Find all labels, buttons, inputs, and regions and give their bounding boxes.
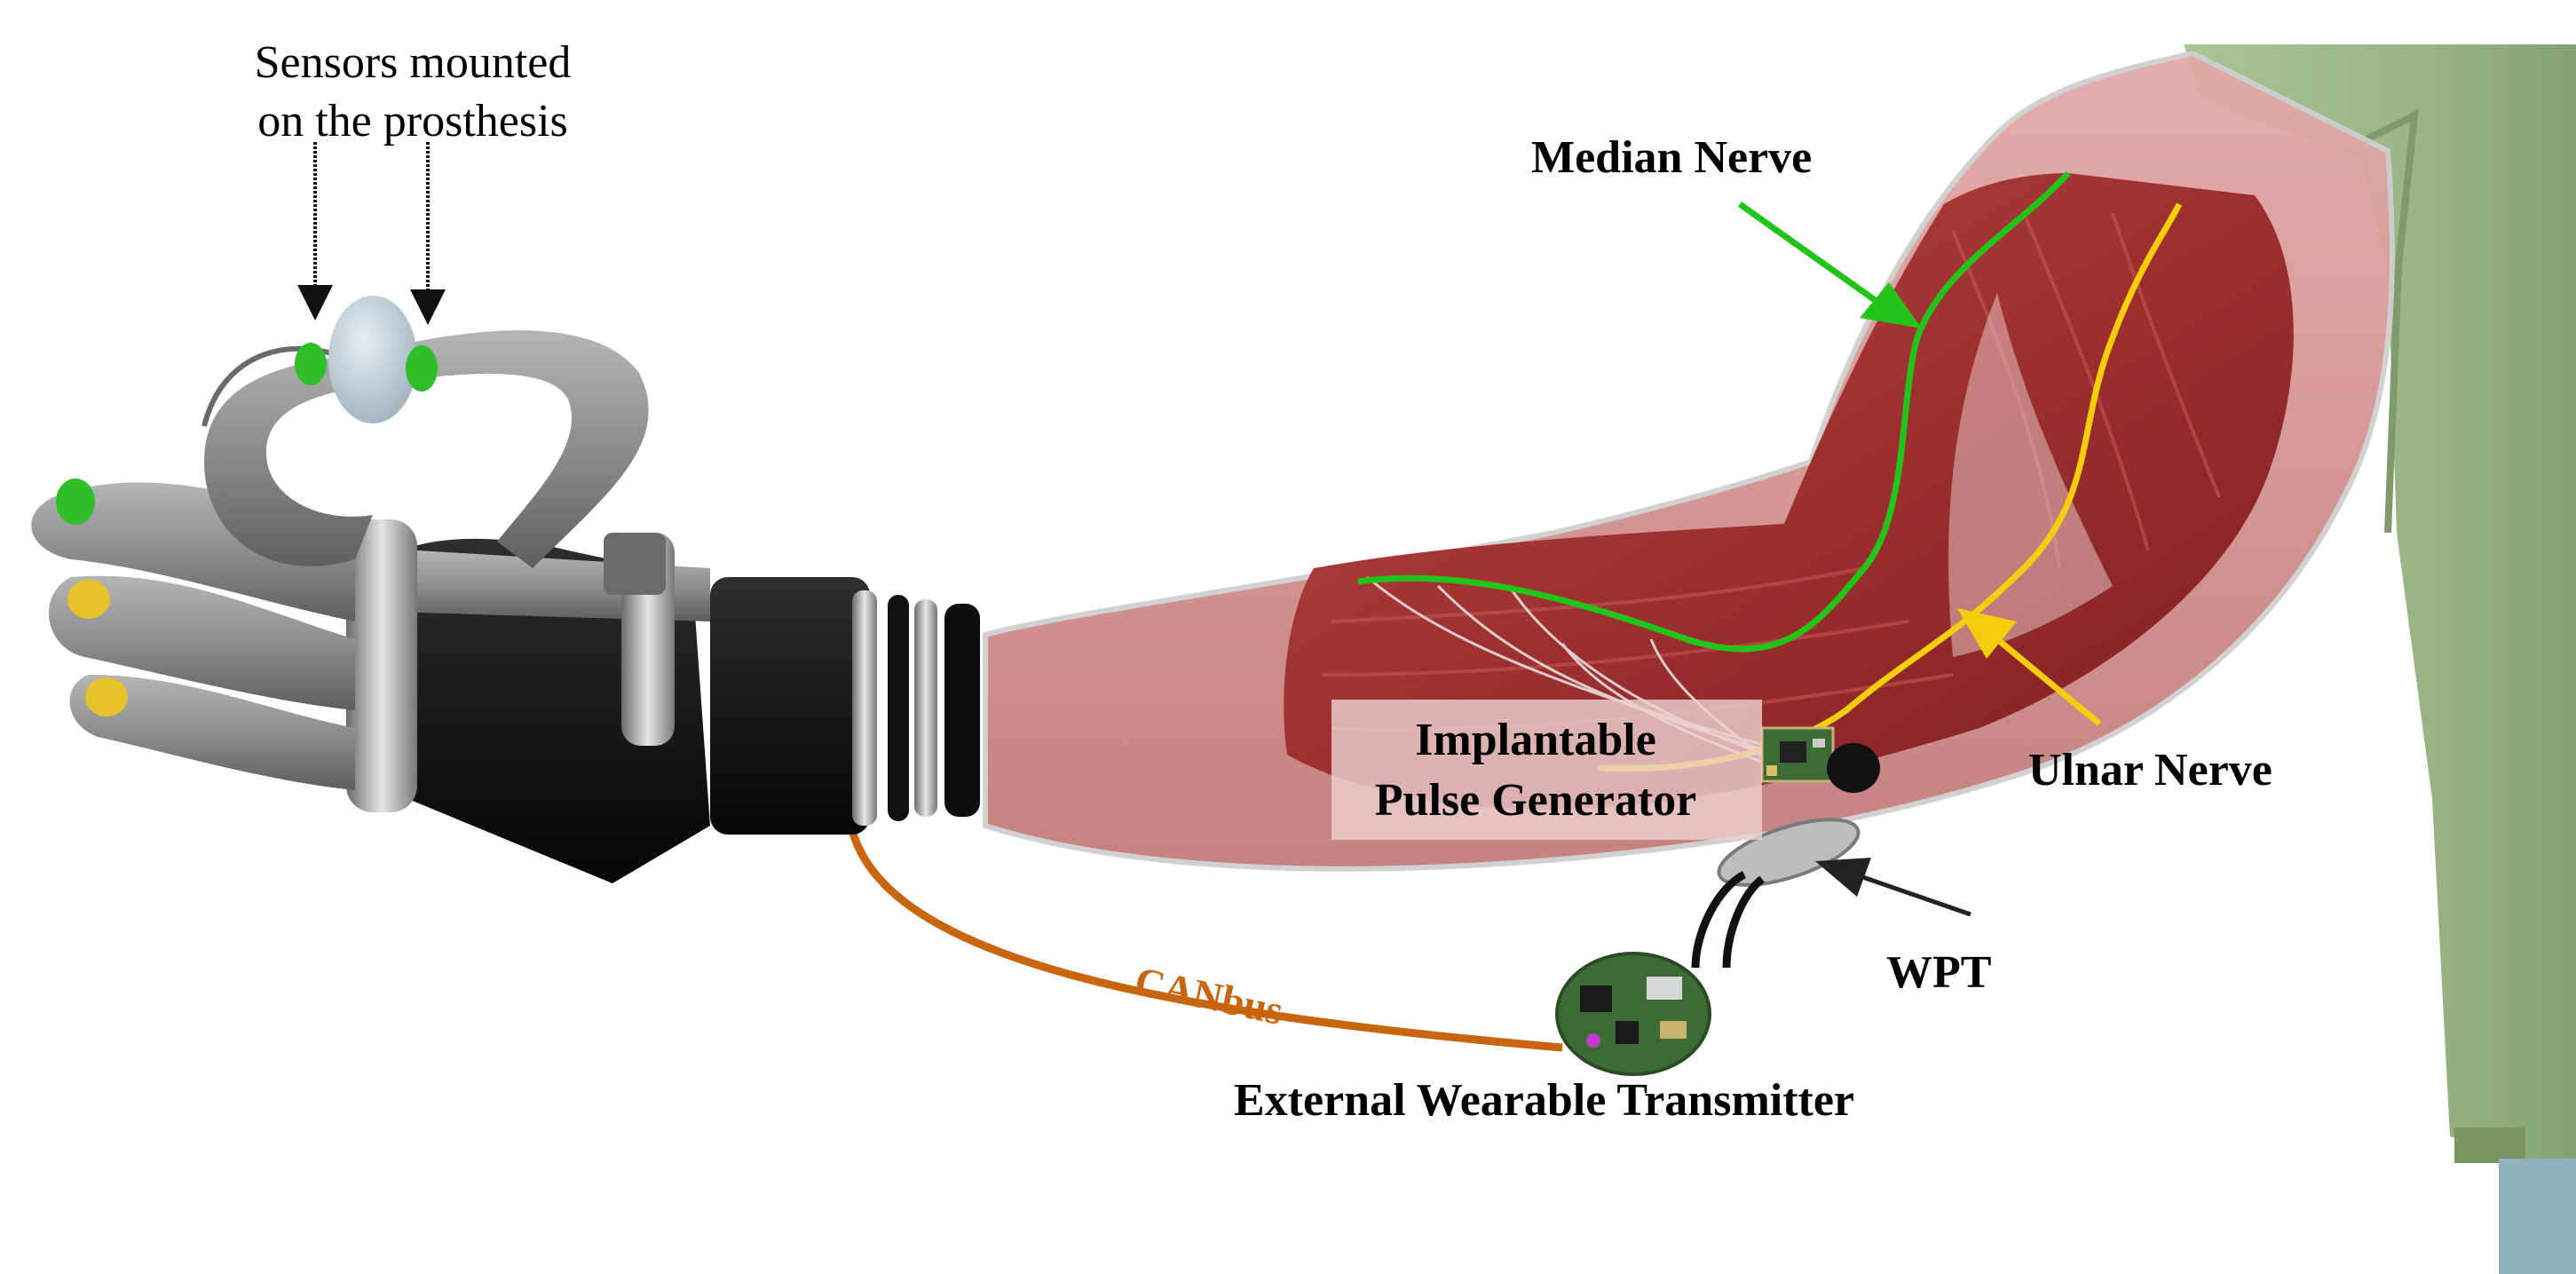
median-nerve bbox=[1357, 170, 2071, 653]
prosthetic-hand bbox=[31, 330, 710, 883]
ulnar-nerve-label: Ulnar Nerve bbox=[2028, 745, 2272, 795]
ipg-label: Implantable Pulse Generator bbox=[1331, 710, 1740, 831]
external-wearable-transmitter-label: External Wearable Transmitter bbox=[1234, 1075, 1855, 1126]
external-wearable-transmitter bbox=[1555, 952, 1711, 1076]
canbus-cable bbox=[848, 828, 1563, 1052]
ipg-label-background bbox=[1331, 700, 1762, 840]
median-nerve-label: Median Nerve bbox=[1531, 132, 1813, 183]
median-nerve-arrow bbox=[1737, 202, 1922, 328]
sensors-label-line-2: on the prosthesis bbox=[257, 96, 568, 146]
ipg-label-line-1: Implantable bbox=[1415, 715, 1656, 765]
implantable-pulse-generator bbox=[1760, 726, 1880, 793]
sensors-label-line-1: Sensors mounted bbox=[254, 37, 572, 88]
sleeve bbox=[2184, 44, 2576, 1274]
exposed-muscle bbox=[1284, 173, 2294, 810]
ipg-label-line-2: Pulse Generator bbox=[1374, 775, 1697, 826]
ulnar-nerve-arrow bbox=[1957, 608, 2102, 726]
sensors-label: Sensors mounted on the prosthesis bbox=[222, 34, 604, 151]
wpt-arrow bbox=[1815, 858, 1972, 917]
grasped-object bbox=[295, 296, 438, 423]
prosthetic-wrist bbox=[710, 577, 980, 835]
wpt-coil bbox=[1691, 818, 1861, 969]
wpt-label: WPT bbox=[1886, 947, 1992, 998]
fingertip-sensors bbox=[56, 479, 128, 716]
